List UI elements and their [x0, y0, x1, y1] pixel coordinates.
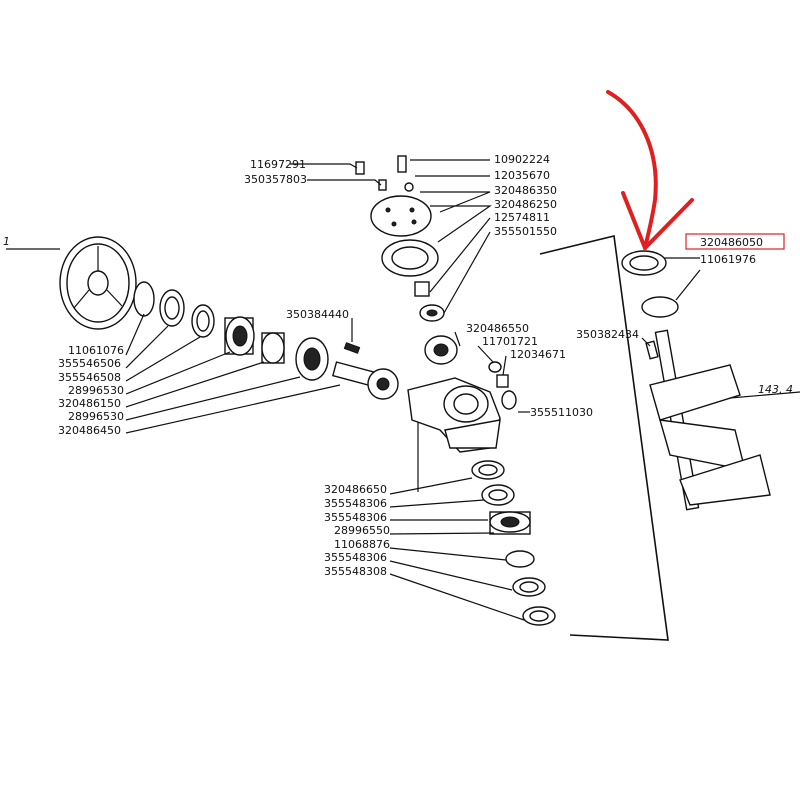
label-355548306-c: 355548306 [324, 551, 387, 564]
labels-left: 11061076 355546506 355546508 28996530 32… [58, 344, 124, 437]
label-320486450: 320486450 [58, 424, 121, 437]
label-355546506: 355546506 [58, 357, 121, 370]
nut-12574811 [414, 281, 430, 297]
label-28996530: 28996530 [68, 384, 124, 397]
label-11068876: 11068876 [334, 538, 390, 551]
label-355511030: 355511030 [530, 406, 593, 419]
bearing-28996530 [224, 316, 255, 356]
pulley [59, 236, 137, 330]
bevel-pinion-shaft-320486450 [332, 361, 399, 400]
input-shaft-parts [133, 281, 399, 400]
nut-12034671 [496, 374, 509, 388]
label-320486650: 320486650 [324, 483, 387, 496]
washer-11701721 [488, 361, 502, 373]
label-10902224: 10902224 [494, 153, 550, 166]
label-11061976: 11061976 [700, 253, 756, 266]
label-11701721: 11701721 [482, 335, 538, 348]
circlip-11061976 [641, 296, 679, 318]
bearing-28996530-b [295, 337, 329, 381]
label-320486350: 320486350 [494, 184, 557, 197]
ring-355511030 [501, 390, 517, 410]
label-12574811: 12574811 [494, 211, 550, 224]
key-350384440 [343, 342, 361, 354]
top-cover-parts [355, 155, 445, 322]
label-350357803: 350357803 [244, 173, 307, 186]
labels-gear: 320486550 11701721 12034671 [466, 322, 566, 361]
label-11061076: 11061076 [68, 344, 124, 357]
label-320486150: 320486150 [58, 397, 121, 410]
auger-parts [621, 250, 771, 511]
spacer-320486150 [261, 332, 285, 364]
lower-stack-parts [471, 460, 556, 626]
leader-lines [125, 159, 800, 621]
red-arrow-icon [606, 90, 694, 250]
cover-plate-320486350 [370, 195, 432, 237]
labels-top-left: 11697291 350357803 [244, 158, 307, 186]
label-320486550: 320486550 [466, 322, 529, 335]
circlip-11061076 [133, 281, 155, 317]
circlip-11068876 [505, 550, 535, 568]
gear-parts [424, 335, 517, 410]
label-355548306: 355548306 [324, 497, 387, 510]
label-320486250: 320486250 [494, 198, 557, 211]
label-12035670: 12035670 [494, 169, 550, 182]
label-350382434: 350382434 [576, 328, 639, 341]
label-28996550: 28996550 [334, 524, 390, 537]
labels-top-right: 10902224 12035670 320486350 320486250 12… [494, 153, 557, 238]
label-28996530-b: 28996530 [68, 410, 124, 423]
label-350384440: 350384440 [286, 308, 349, 321]
ref-right: 143. 4 [758, 383, 793, 396]
labels-auger: 320486050 11061976 350382434 [576, 233, 785, 341]
label-320486050: 320486050 [700, 236, 763, 249]
highlight-box [685, 233, 785, 250]
gearbox-housing [407, 377, 501, 453]
label-12034671: 12034671 [510, 348, 566, 361]
label-355501550: 355501550 [494, 225, 557, 238]
label-355548306-b: 355548306 [324, 511, 387, 524]
label-355548308: 355548308 [324, 565, 387, 578]
label-355546508: 355546508 [58, 371, 121, 384]
auger-frame [539, 235, 669, 641]
labels-bottom: 320486650 355548306 355548306 28996550 1… [324, 483, 390, 578]
label-11697291: 11697291 [250, 158, 306, 171]
ref-left: 1 [3, 235, 10, 248]
